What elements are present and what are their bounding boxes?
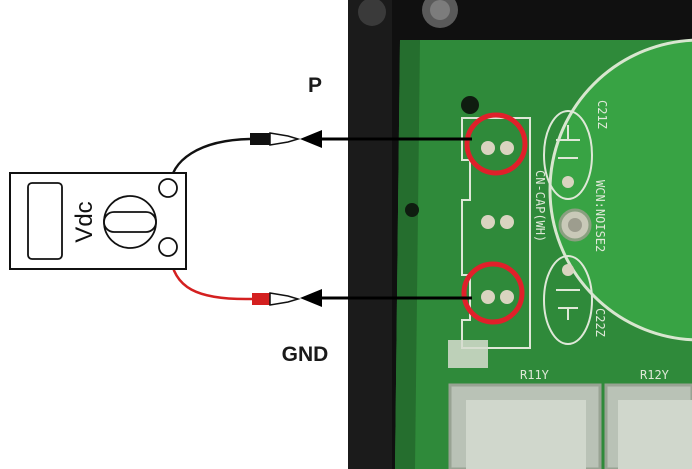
multimeter: Vdc	[10, 173, 186, 269]
multimeter-display	[28, 183, 62, 259]
probe-leads	[170, 133, 298, 305]
label-p: P	[308, 74, 322, 97]
arrow-gnd-head	[300, 289, 322, 307]
probe-red-handle	[252, 293, 270, 305]
enclosure-edge	[348, 0, 392, 469]
pad-gnd-1	[481, 290, 495, 304]
resistor-block-right-face	[618, 400, 692, 469]
cap-top-pad	[562, 176, 574, 188]
mounting-hole-left	[405, 203, 419, 217]
silkscreen-connector: CN-CAP(WH)	[533, 170, 547, 242]
connector-tab	[448, 340, 488, 368]
cap-bot-pad	[562, 264, 574, 276]
label-gnd: GND	[282, 343, 329, 366]
multimeter-jack-v	[159, 238, 177, 256]
pad-mid-1	[481, 215, 495, 229]
multimeter-dial-knob	[104, 212, 156, 232]
silkscreen-noise: WCN:NOISE2	[593, 180, 607, 252]
pad-p-1	[481, 141, 495, 155]
pad-mid-2	[500, 215, 514, 229]
silkscreen-res-right: R12Y	[640, 368, 670, 382]
screw-right-head	[430, 0, 450, 20]
pcb-photo: CN-CAP(WH) WCN:NOISE2 C21Z C22Z R11Y R12…	[348, 0, 692, 469]
multimeter-jack-com	[159, 179, 177, 197]
mounting-screw-center-core	[568, 218, 582, 232]
resistor-block-left-face	[466, 400, 586, 469]
pad-gnd-2	[500, 290, 514, 304]
multimeter-mode-label: Vdc	[71, 201, 98, 242]
silkscreen-cap-bottom: C22Z	[593, 308, 607, 337]
silkscreen-cap-top: C21Z	[595, 100, 609, 129]
probe-black-tip	[270, 133, 298, 145]
probe-red-tip	[270, 293, 298, 305]
probe-black-handle	[250, 133, 270, 145]
pad-p-2	[500, 141, 514, 155]
arrow-p-head	[300, 130, 322, 148]
silkscreen-res-left: R11Y	[520, 368, 550, 382]
mounting-hole-top	[461, 96, 479, 114]
